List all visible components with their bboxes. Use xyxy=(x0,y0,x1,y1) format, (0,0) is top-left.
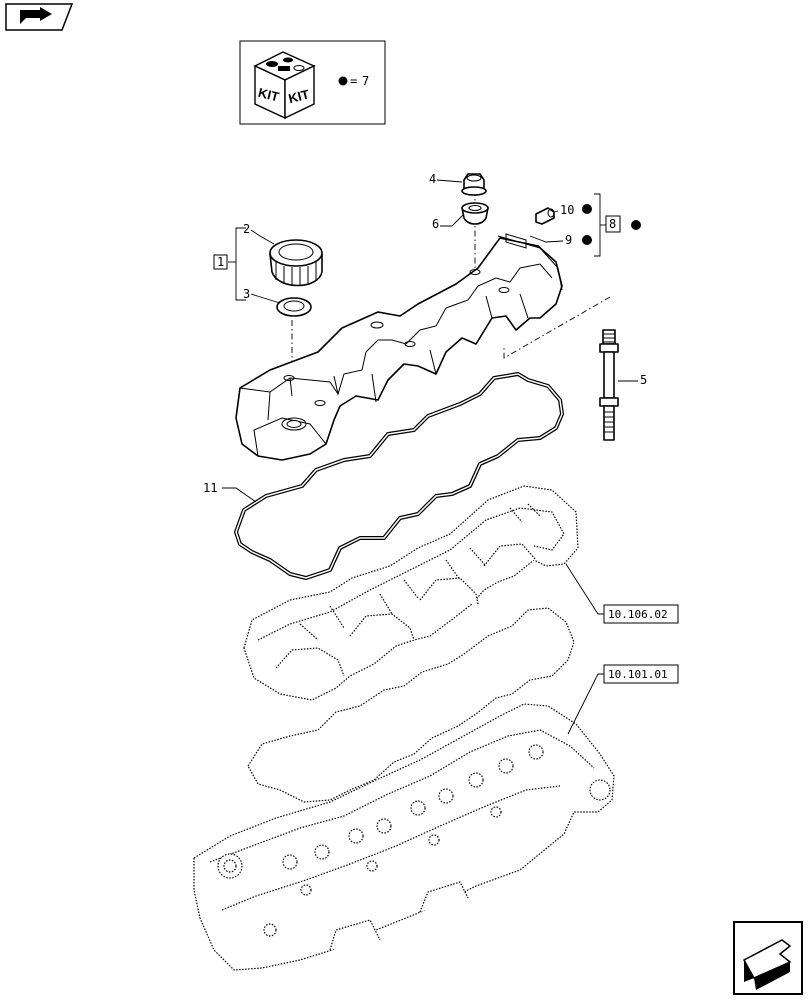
kit-marker-dot xyxy=(338,76,348,86)
callout-1: 1 xyxy=(217,255,224,269)
cylinder-head-reference-part xyxy=(193,703,615,971)
stud xyxy=(599,329,619,441)
callout-5: 5 xyxy=(640,373,647,387)
reference-cylinder-head-label: 10.101.01 xyxy=(608,668,668,681)
callout-10: 10 xyxy=(560,203,574,217)
kit-label-left: KIT xyxy=(257,85,281,105)
rocker-housing-gasket xyxy=(247,607,575,803)
kit-box-icon xyxy=(253,51,316,120)
valve-cover-gasket xyxy=(234,372,564,580)
valve-cover xyxy=(235,233,563,461)
callout-8: 8 xyxy=(609,217,616,231)
kit-dot-9 xyxy=(582,235,592,245)
callout-group-1: 1 2 3 xyxy=(213,222,281,304)
kit-label-right: KIT xyxy=(287,87,311,107)
reference-rocker-housing-label: 10.106.02 xyxy=(608,608,668,621)
kit-number: 7 xyxy=(362,74,369,88)
kit-dot-8 xyxy=(631,220,641,230)
rocker-housing-reference-part xyxy=(243,485,579,701)
reference-cylinder-head[interactable]: 10.101.01 xyxy=(567,664,679,735)
forward-arrow-icon[interactable] xyxy=(5,3,74,31)
cap-seal xyxy=(276,297,312,317)
kit-legend: KIT KIT = 7 xyxy=(239,40,386,125)
next-page-arrow-icon[interactable] xyxy=(733,921,803,995)
kit-equals: = xyxy=(350,74,357,88)
flange-nut xyxy=(461,173,487,196)
callout-4: 4 xyxy=(429,172,436,186)
callout-9: 9 xyxy=(565,233,572,247)
callout-11: 11 xyxy=(203,481,217,495)
breather-plug xyxy=(535,207,555,225)
reference-rocker-housing[interactable]: 10.106.02 xyxy=(565,563,679,624)
callout-3: 3 xyxy=(243,287,250,301)
callout-group-8: 10 9 8 xyxy=(529,193,641,257)
kit-dot-10 xyxy=(582,204,592,214)
seal-washer xyxy=(461,202,489,225)
callout-6: 6 xyxy=(432,217,439,231)
callout-2: 2 xyxy=(243,222,250,236)
oil-filler-cap xyxy=(269,239,323,287)
